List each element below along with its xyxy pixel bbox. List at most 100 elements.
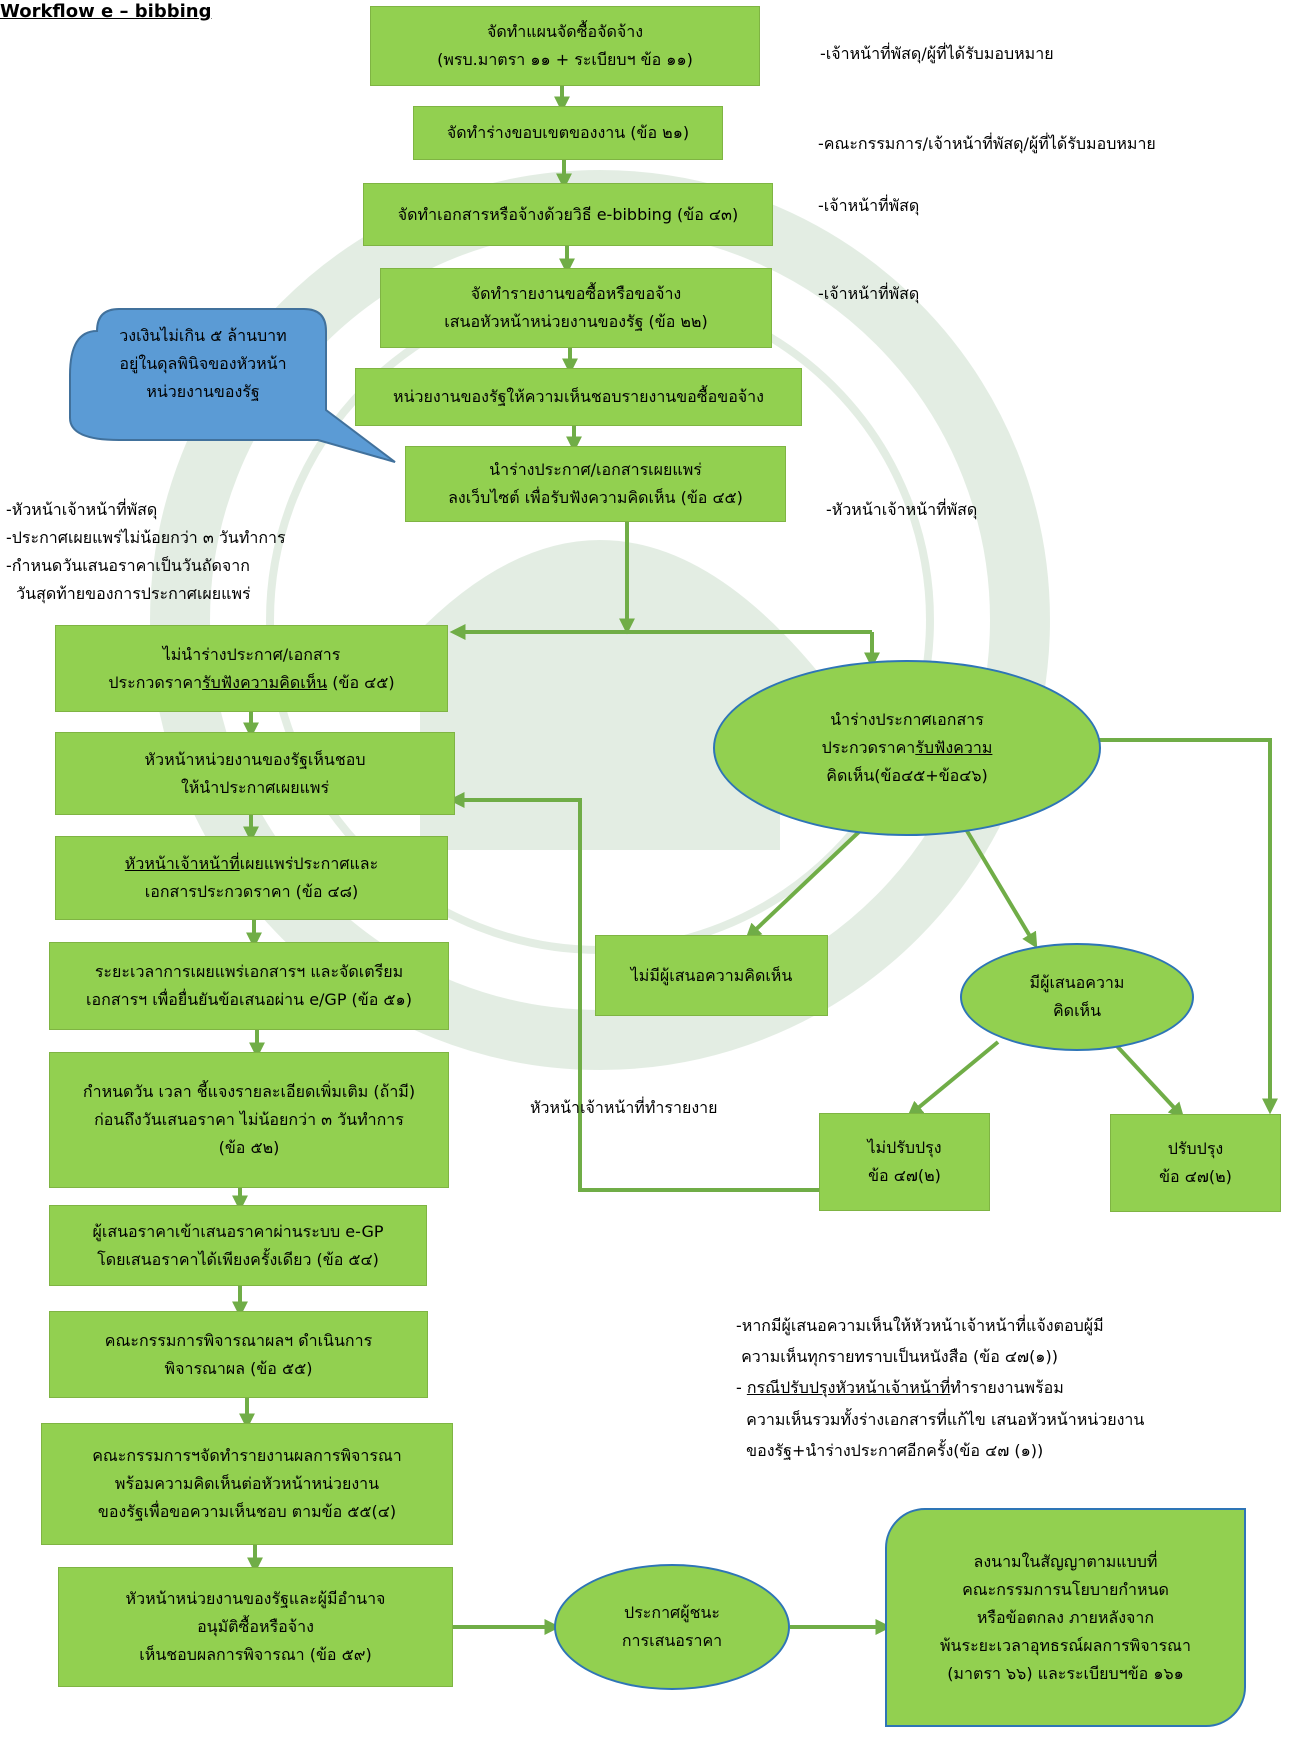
text-line: -หัวหน้าเจ้าหน้าที่พัสดุ: [6, 500, 158, 519]
step-clarification-meeting: กำหนดวัน เวลา ชี้แจงรายละเอียดเพิ่มเติม …: [49, 1052, 449, 1188]
step-report-approval: หน่วยงานของรัฐให้ความเห็นชอบรายงานขอซื้อ…: [355, 368, 802, 426]
text-line: ประกวดราคารับฟังความ: [822, 734, 993, 762]
text-line: -เจ้าหน้าที่พัสดุ/ผู้ที่ได้รับมอบหมาย: [820, 44, 1054, 63]
step-head-approves-publish: หัวหน้าหน่วยงานของรัฐเห็นชอบให้นำประกาศเ…: [55, 732, 455, 815]
text-line: นำร่างประกาศ/เอกสารเผยแพร่: [489, 460, 702, 479]
text-line: เอกสารฯ เพื่อยื่นยันข้อเสนอผ่าน e/GP (ข้…: [86, 990, 412, 1009]
text-line: -เจ้าหน้าที่พัสดุ: [818, 284, 920, 303]
text-line: จัดทำเอกสารหรือจ้างด้วยวิธี e-bibbing (ข…: [397, 204, 739, 224]
text-line: หัวหน้าหน่วยงานของรัฐเห็นชอบ: [144, 749, 366, 769]
underlined-text: รับฟังความ: [915, 738, 993, 757]
step-scope-draft: จัดทำร่างขอบเขตของงาน (ข้อ ๒๑): [413, 106, 723, 160]
text-line: ของรัฐเพื่อขอความเห็นชอบ ตามข้อ ๕๕(๔): [97, 1502, 397, 1521]
text-line: คณะกรรมการนโยบายกำหนด: [962, 1579, 1169, 1599]
text-line: โดยเสนอราคาได้เพียงครั้งเดียว (ข้อ ๕๔): [97, 1249, 379, 1269]
text-line: ลงเว็บไซต์ เพื่อรับฟังความคิดเห็น (ข้อ ๔…: [448, 488, 743, 507]
text-line: จัดทำร่างขอบเขตของงาน (ข้อ ๒๑): [446, 123, 690, 142]
node-public-hearing: นำร่างประกาศเอกสารประกวดราคารับฟังความคิ…: [713, 660, 1101, 836]
note-committee-officer: -คณะกรรมการ/เจ้าหน้าที่พัสดุ/ผู้ที่ได้รั…: [818, 130, 1156, 158]
text-line: ความเห็นทุกรายทราบเป็นหนังสือ (ข้อ ๔๗(๑)…: [736, 1347, 1058, 1367]
text-line: เสนอหัวหน้าหน่วยงานของรัฐ (ข้อ ๒๒): [444, 312, 708, 331]
text-line: ระยะเวลาการเผยแพร่เอกสารฯ และจัดเตรียม: [94, 962, 404, 981]
step-publication-period: ระยะเวลาการเผยแพร่เอกสารฯ และจัดเตรียมเอ…: [49, 942, 449, 1030]
text-line: เอกสารประกวดราคา (ข้อ ๔๘): [144, 882, 359, 901]
text-segment: ทำรายงานพร้อม: [950, 1378, 1064, 1398]
node-improvement: ปรับปรุงข้อ ๔๗(๒): [1110, 1114, 1281, 1212]
text-line: -ประกาศเผยแพร่ไม่น้อยกว่า ๓ วันทำการ: [6, 528, 286, 547]
text-line: ไม่มีผู้เสนอความคิดเห็น: [630, 965, 793, 985]
step-publish-draft: นำร่างประกาศ/เอกสารเผยแพร่ลงเว็บไซต์ เพื…: [405, 446, 786, 522]
note-officer-3: -เจ้าหน้าที่พัสดุ: [818, 280, 919, 308]
text-line: ให้นำประกาศเผยแพร่: [180, 777, 330, 797]
text-line: หัวหน้าเจ้าหน้าที่เผยแพร่ประกาศและ: [125, 850, 378, 878]
text-line: จัดทำแผนจัดซื้อจัดจ้าง: [486, 22, 644, 41]
text-line: -หัวหน้าเจ้าหน้าที่พัสดุ: [826, 500, 978, 519]
text-line: -กำหนดวันเสนอราคาเป็นวันถัดจาก: [6, 556, 250, 575]
arrow-no-improve-return: [448, 792, 819, 1192]
text-line: นำร่างประกาศเอกสาร: [830, 710, 984, 729]
text-line: - กรณีปรับปรุงหัวหน้าเจ้าหน้าที่ทำรายงาน…: [736, 1372, 1144, 1403]
text-line: หัวหน้าเจ้าหน้าที่ทำรายงาย: [530, 1098, 718, 1117]
callout-line: อยู่ในดุลพินิจของหัวหน้า: [119, 354, 287, 373]
note-left-conditions: -หัวหน้าเจ้าหน้าที่พัสดุ -ประกาศเผยแพร่ไม…: [6, 496, 286, 608]
callout-line: วงเงินไม่เกิน ๕ ล้านบาท: [119, 326, 287, 345]
text-line: ก่อนถึงวันเสนอราคา ไม่น้อยกว่า ๓ วันทำกา…: [94, 1110, 404, 1129]
text-line: การเสนอราคา: [621, 1631, 723, 1650]
node-sign-contract: ลงนามในสัญญาตามแบบที่คณะกรรมการนโยบายกำห…: [885, 1508, 1246, 1727]
note-report-label: หัวหน้าเจ้าหน้าที่ทำรายงาย: [530, 1094, 718, 1122]
text-line: คิดเห็น(ข้อ๔๕+ข้อ๔๖): [826, 766, 988, 785]
step-committee-review: คณะกรรมการพิจารณาผลฯ ดำเนินการพิจารณาผล …: [49, 1311, 428, 1398]
arrow-hearing-no-comment: [745, 827, 864, 940]
arrow-hearing-has-comment: [962, 824, 1038, 949]
text-line: ปรับปรุง: [1167, 1139, 1224, 1158]
note-officer-2: -เจ้าหน้าที่พัสดุ: [818, 192, 919, 220]
text-segment: -: [736, 1378, 747, 1398]
step-procurement-plan: จัดทำแผนจัดซื้อจัดจ้าง(พรบ.มาตรา ๑๑ + ระ…: [370, 6, 760, 86]
node-no-comment: ไม่มีผู้เสนอความคิดเห็น: [595, 935, 828, 1016]
text-line: พิจารณาผล (ข้อ ๕๕): [164, 1358, 313, 1378]
underlined-text: รับฟังความคิดเห็น: [202, 672, 328, 692]
text-segment: ประกวดราคา: [821, 738, 916, 757]
text-line: ไม่นำร่างประกาศ/เอกสาร: [162, 644, 341, 664]
text-line: กำหนดวัน เวลา ชี้แจงรายละเอียดเพิ่มเติม …: [82, 1082, 416, 1101]
callout-line: หน่วยงานของรัฐ: [146, 382, 260, 401]
text-line: หัวหน้าหน่วยงานของรัฐและผู้มีอำนาจ: [125, 1589, 386, 1608]
text-line: คณะกรรมการฯจัดทำรายงานผลการพิจารณา: [92, 1446, 402, 1465]
text-line: ข้อ ๔๗(๒): [1159, 1167, 1232, 1186]
step-submit-bids: ผู้เสนอราคาเข้าเสนอราคาผ่านระบบ e-GP โดยเ…: [49, 1205, 427, 1286]
text-line: (มาตรา ๖๖) และระเบียบฯข้อ ๑๖๑: [947, 1663, 1184, 1683]
text-line: คิดเห็น: [1052, 1001, 1102, 1020]
text-line: -หากมีผู้เสนอความเห็นให้หัวหน้าเจ้าหน้าท…: [736, 1316, 1104, 1335]
text-line: จัดทำรายงานขอซื้อหรือขอจ้าง: [470, 284, 682, 303]
callout-text: วงเงินไม่เกิน ๕ ล้านบาท อยู่ในดุลพินิจขอ…: [72, 322, 334, 406]
note-chief-officer: -หัวหน้าเจ้าหน้าที่พัสดุ: [826, 496, 977, 524]
note-comment-handling: -หากมีผู้เสนอความเห็นให้หัวหน้าเจ้าหน้าท…: [736, 1310, 1144, 1466]
text-line: -เจ้าหน้าที่พัสดุ: [818, 196, 920, 215]
arrow-comment-no-improve: [907, 1040, 1000, 1118]
text-line: ไม่ปรับปรุง: [867, 1138, 942, 1157]
text-line: -คณะกรรมการ/เจ้าหน้าที่พัสดุ/ผู้ที่ได้รั…: [818, 134, 1156, 153]
text-line: ลงนามในสัญญาตามแบบที่: [973, 1551, 1158, 1571]
step-no-public-hearing: ไม่นำร่างประกาศ/เอกสารประกวดราคารับฟังคว…: [55, 625, 448, 712]
text-line: พร้อมความคิดเห็นต่อหัวหน้าหน่วยงาน: [114, 1474, 380, 1493]
underlined-text: กรณีปรับปรุงหัวหน้าเจ้าหน้าที่: [746, 1378, 951, 1398]
text-line: (ข้อ ๕๒): [218, 1138, 280, 1157]
text-line: ประกวดราคารับฟังความคิดเห็น (ข้อ ๔๕): [108, 669, 394, 697]
text-line: ผู้เสนอราคาเข้าเสนอราคาผ่านระบบ e-GP: [92, 1221, 384, 1241]
text-line: ของรัฐ+นำร่างประกาศอีกครั้ง(ข้อ ๔๗ (๑)): [736, 1440, 1044, 1460]
text-line: พ้นระยะเวลาอุทธรณ์ผลการพิจารณา: [939, 1635, 1191, 1655]
text-line: ความเห็นรวมทั้งร่างเอกสารที่แก้ไข เสนอหั…: [736, 1409, 1145, 1429]
step-publish-announcement: หัวหน้าเจ้าหน้าที่เผยแพร่ประกาศและเอกสาร…: [55, 836, 448, 920]
underlined-text: หัวหน้าเจ้าหน้าที่: [124, 854, 240, 873]
node-no-improvement: ไม่ปรับปรุงข้อ ๔๗(๒): [819, 1113, 990, 1211]
step-purchase-report: จัดทำรายงานขอซื้อหรือขอจ้างเสนอหัวหน้าหน…: [380, 268, 772, 348]
node-announce-winner: ประกาศผู้ชนะการเสนอราคา: [554, 1564, 790, 1690]
step-final-approval: หัวหน้าหน่วยงานของรัฐและผู้มีอำนาจอนุมัต…: [58, 1567, 453, 1687]
text-line: คณะกรรมการพิจารณาผลฯ ดำเนินการ: [104, 1330, 373, 1350]
arrow-hearing-improve: [1099, 738, 1278, 1115]
text-segment: (ข้อ ๔๕): [327, 672, 395, 692]
arrow-comment-improve: [1113, 1042, 1185, 1119]
page-title: Workflow e – bibbing: [0, 1, 212, 22]
